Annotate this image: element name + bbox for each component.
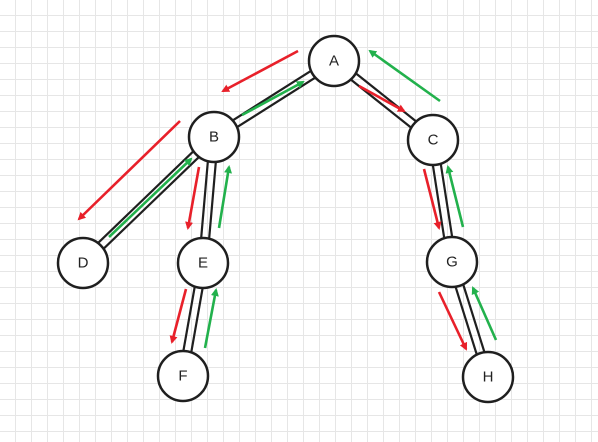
edge-line	[461, 282, 486, 355]
node-circle	[406, 113, 460, 167]
ascend-arrow-D-B	[108, 157, 193, 238]
ascend-arrow-H-G	[471, 286, 498, 341]
node-e: E	[176, 236, 230, 290]
descend-arrow-E-F	[169, 288, 188, 344]
node-label: H	[483, 369, 494, 386]
node-circle	[187, 110, 241, 164]
edge-line	[101, 155, 201, 251]
node-f: F	[156, 349, 210, 403]
node-circle	[307, 34, 361, 88]
edges-layer	[96, 68, 486, 357]
node-g: G	[425, 235, 479, 289]
node-label: F	[178, 368, 187, 385]
node-circle	[56, 236, 110, 290]
node-label: A	[329, 53, 339, 70]
node-d: D	[56, 236, 110, 290]
edge-line	[454, 284, 479, 357]
descend-arrow-B-E	[185, 166, 201, 230]
node-circle	[461, 350, 515, 404]
descend-arrow-B-D	[77, 120, 181, 221]
node-circle	[176, 236, 230, 290]
edge-E-F	[181, 284, 205, 355]
node-circle	[425, 235, 479, 289]
ascend-arrow-C-A	[368, 49, 441, 103]
edge-line	[181, 284, 197, 353]
node-a: A	[307, 34, 361, 88]
node-label: B	[209, 129, 219, 146]
edge-line	[234, 75, 318, 130]
ascend-arrow-F-E	[203, 288, 219, 349]
descend-arrow-A-C	[358, 84, 406, 113]
edge-line	[199, 159, 210, 240]
edge-line	[189, 286, 205, 355]
node-label: G	[446, 254, 458, 271]
edge-line	[431, 163, 446, 241]
edge-line	[353, 71, 419, 124]
edge-line	[207, 160, 218, 241]
edge-B-E	[199, 159, 218, 241]
node-h: H	[461, 350, 515, 404]
edge-C-G	[431, 161, 454, 241]
node-b: B	[187, 110, 241, 164]
edge-line	[348, 77, 414, 130]
ascend-arrow-E-B	[217, 165, 232, 229]
node-label: D	[78, 255, 89, 272]
edge-line	[439, 161, 454, 239]
node-circle	[156, 349, 210, 403]
descend-arrow-A-B	[221, 49, 299, 93]
node-c: C	[406, 113, 460, 167]
descend-arrow-G-H	[437, 291, 468, 351]
node-label: E	[198, 255, 208, 272]
ascend-arrow-B-A	[241, 80, 305, 117]
ascend-arrow-G-C	[445, 165, 465, 228]
edge-G-H	[454, 282, 486, 357]
node-label: C	[428, 132, 439, 149]
edge-B-D	[96, 149, 201, 251]
descend-arrow-C-G	[422, 168, 442, 230]
nodes-layer: A B C D E F G H	[56, 34, 515, 404]
traversal-arrows-layer	[77, 49, 498, 351]
edge-line	[96, 149, 196, 245]
